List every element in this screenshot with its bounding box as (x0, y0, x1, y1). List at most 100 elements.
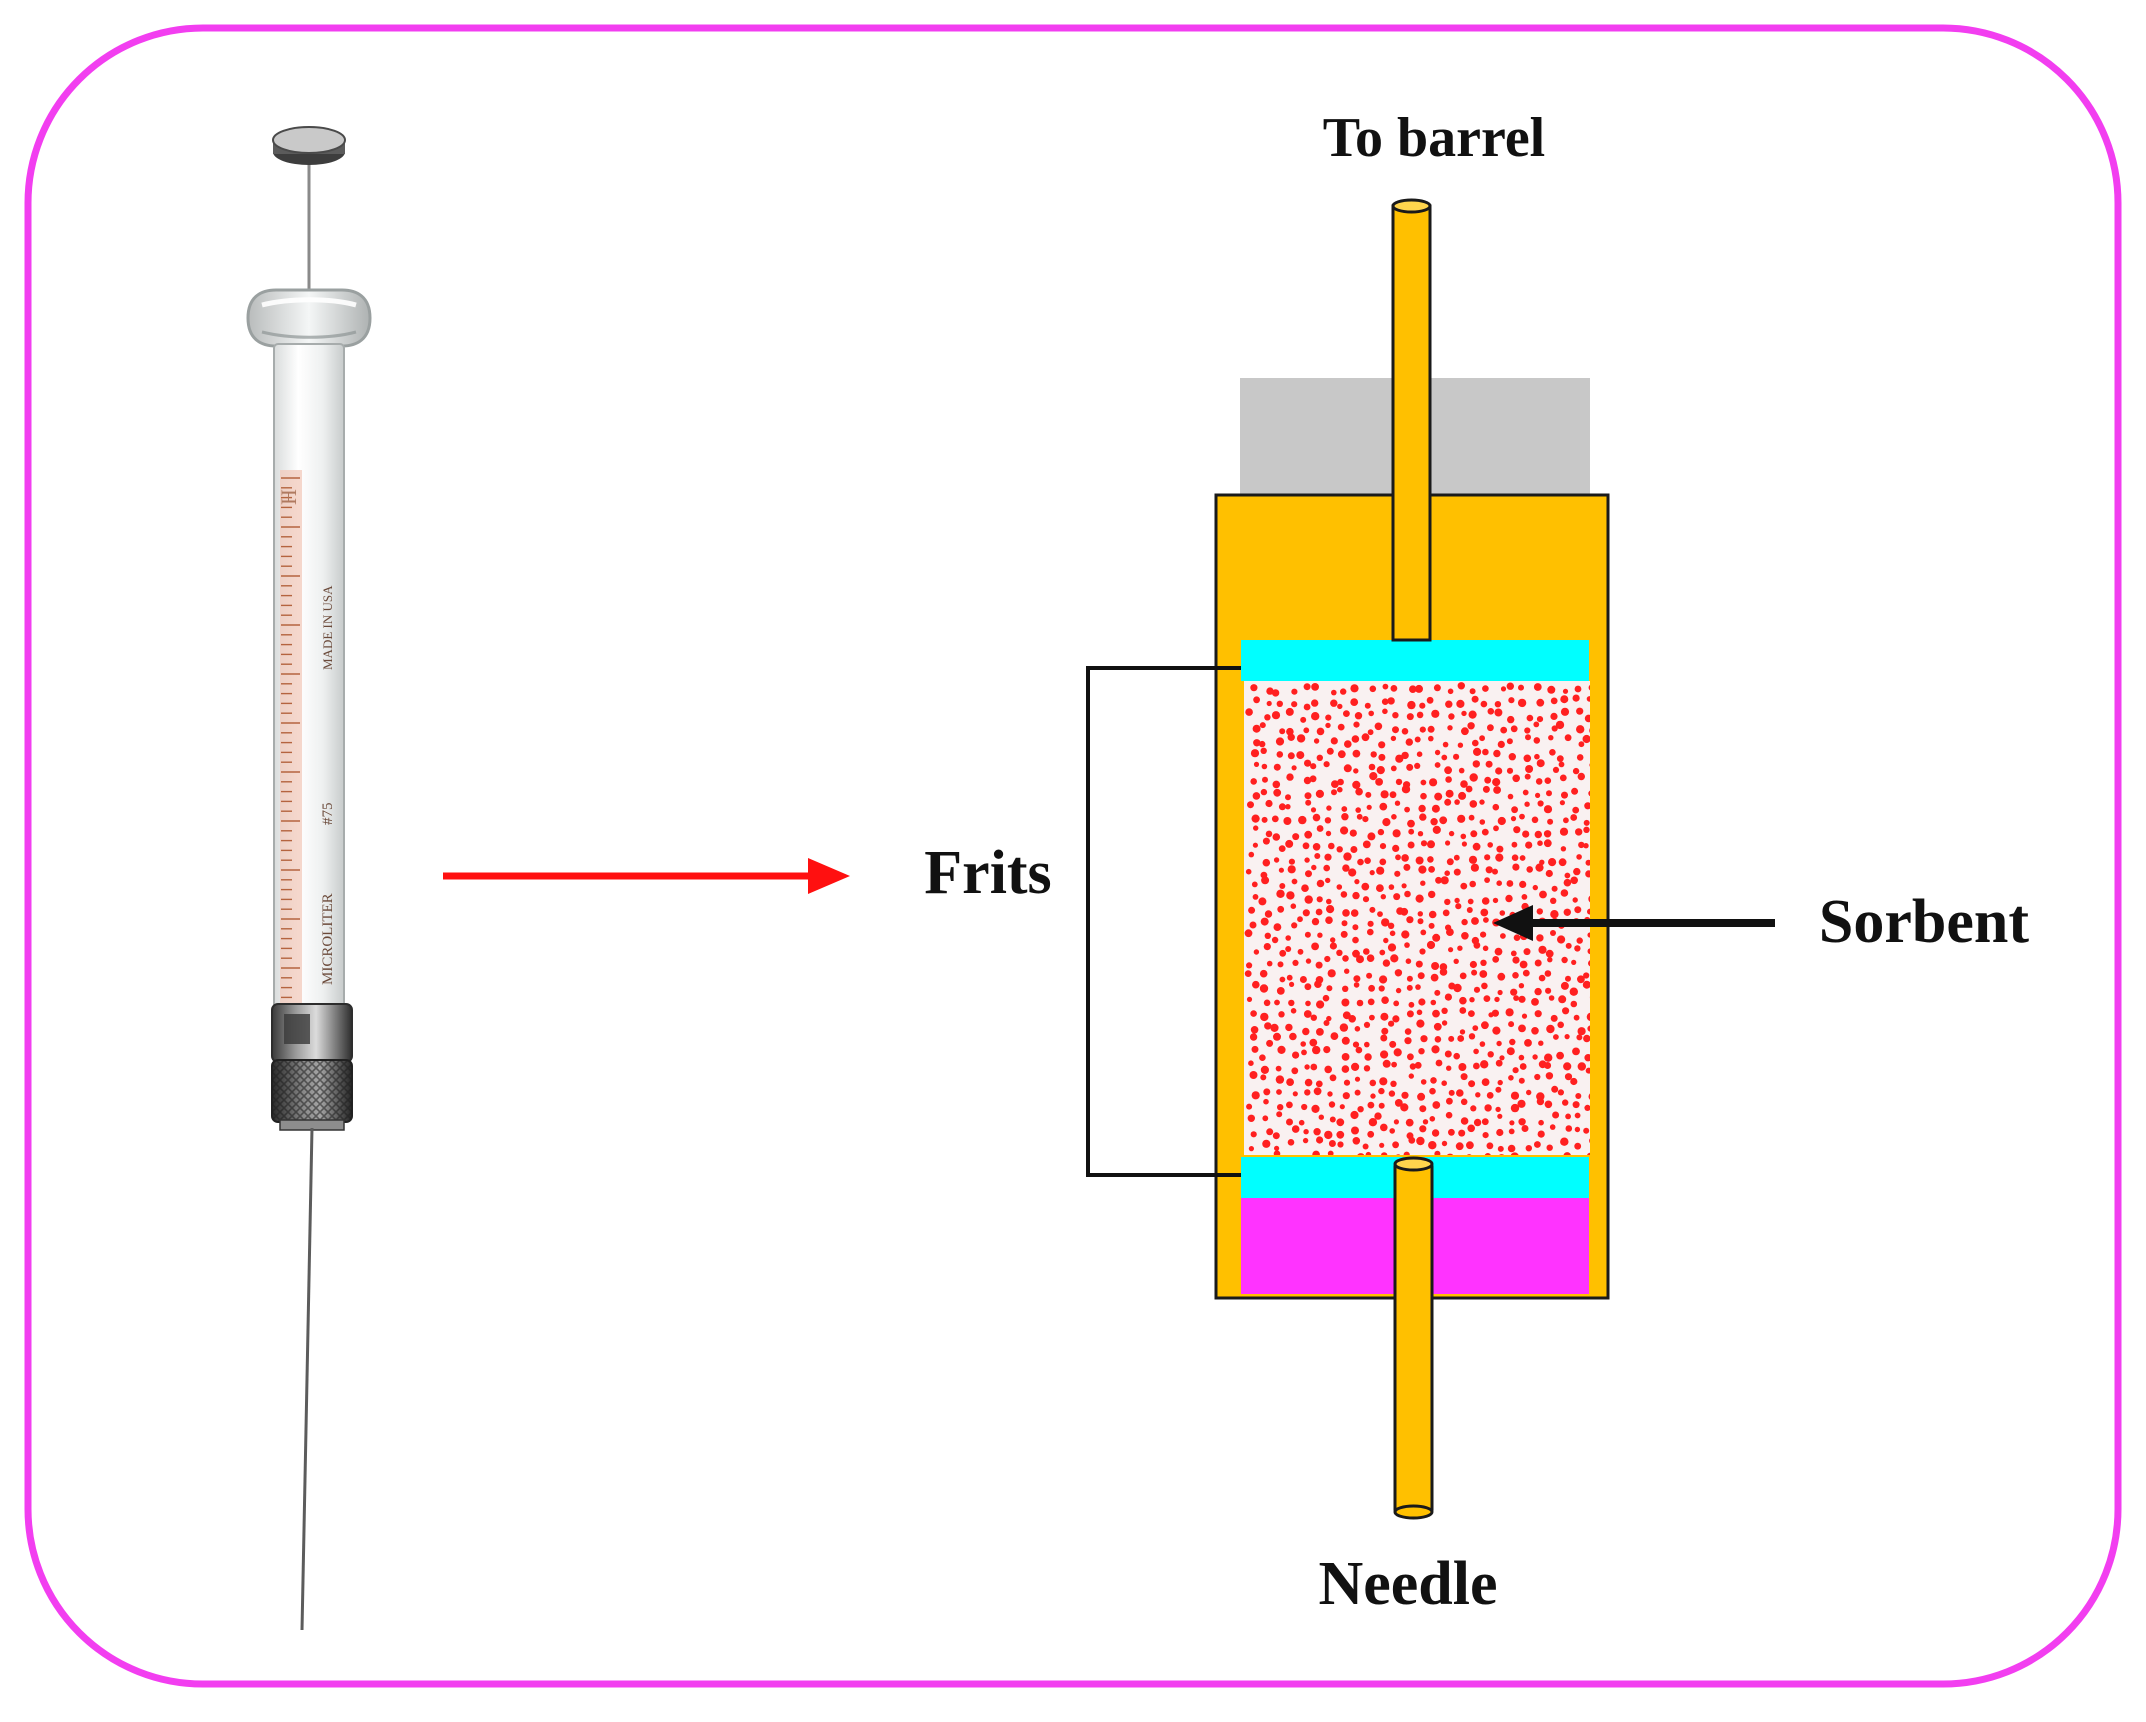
sorbent-particle (1327, 1150, 1334, 1155)
syringe-origin-text: MADE IN USA (320, 585, 335, 670)
sorbent-particle (1557, 935, 1566, 944)
sorbent-particle (1415, 960, 1423, 968)
sorbent-particle (1301, 1049, 1307, 1056)
sorbent-particle (1316, 1136, 1324, 1144)
sorbent-particle (1343, 710, 1350, 717)
sorbent-particle (1277, 905, 1285, 913)
sorbent-particle (1396, 1154, 1401, 1155)
sorbent-particle (1513, 934, 1521, 941)
sorbent-particle (1408, 828, 1415, 835)
sorbent-particle (1587, 1025, 1590, 1032)
sorbent-particle (1344, 740, 1352, 748)
sorbent-particle (1304, 895, 1313, 904)
sorbent-particle (1524, 773, 1531, 780)
sorbent-particle (1458, 1129, 1466, 1137)
sorbent-particle (1526, 714, 1534, 722)
sorbent-particle (1560, 695, 1569, 704)
sorbent-particle (1445, 700, 1453, 708)
sorbent-particle (1584, 1104, 1590, 1111)
sorbent-particle (1447, 725, 1453, 731)
sorbent-particle (1533, 683, 1542, 691)
sorbent-particle (1356, 813, 1363, 820)
sorbent-particle (1309, 1038, 1318, 1047)
sorbent-particle (1453, 753, 1460, 760)
finger-flange (246, 288, 372, 348)
sorbent-particle (1323, 1046, 1331, 1054)
sorbent-particle (1445, 1111, 1453, 1119)
sorbent-particle (1535, 792, 1541, 799)
sorbent-particle (1258, 897, 1267, 906)
sorbent-particle (1419, 1105, 1427, 1113)
sorbent-particle (1303, 703, 1311, 711)
sorbent-particle (1401, 930, 1410, 939)
sorbent-particle (1585, 1067, 1590, 1074)
sorbent-particle (1337, 786, 1343, 793)
sorbent-particle (1570, 1077, 1578, 1086)
sorbent-particle (1343, 1079, 1351, 1086)
sorbent-particle (1518, 983, 1525, 989)
sorbent-particle (1584, 1054, 1590, 1062)
syringe-model-text: #75 (320, 803, 336, 826)
sorbent-particle (1441, 754, 1448, 761)
sorbent-particle (1390, 954, 1399, 963)
sorbent-particle (1510, 1103, 1520, 1113)
sorbent-particle (1379, 1077, 1388, 1086)
sorbent-particle (1324, 853, 1332, 861)
sorbent-particle (1352, 749, 1361, 758)
sorbent-particle (1370, 751, 1377, 758)
sorbent-particle (1416, 751, 1423, 757)
sorbent-particle (1575, 1093, 1582, 1099)
sorbent-particle (1434, 989, 1441, 996)
sorbent-particle (1559, 774, 1567, 782)
sorbent-particle (1519, 1063, 1527, 1070)
sorbent-particle (1310, 807, 1317, 813)
sorbent-particle (1440, 876, 1449, 885)
sorbent-particle (1479, 1041, 1486, 1047)
sorbent-particle (1367, 998, 1375, 1006)
sorbent-particle (1461, 918, 1468, 926)
sorbent-particle (1246, 1103, 1253, 1110)
sorbent-particle (1484, 1153, 1491, 1155)
sorbent-particle (1305, 1000, 1311, 1007)
sorbent-particle (1572, 767, 1580, 775)
sorbent-particle (1563, 1062, 1572, 1071)
sorbent-particle (1513, 826, 1521, 834)
sorbent-particle (1382, 708, 1388, 715)
sorbent-particle (1302, 909, 1310, 917)
sorbent-particle (1466, 1141, 1474, 1150)
sorbent-particle (1472, 739, 1479, 747)
sorbent-particle (1310, 1063, 1318, 1071)
sorbent-particle (1278, 803, 1286, 811)
sorbent-particle (1500, 686, 1507, 692)
sorbent-particle (1456, 1089, 1464, 1097)
sorbent-particle (1368, 763, 1376, 771)
sorbent-particle (1273, 1150, 1281, 1155)
sorbent-particle (1483, 917, 1489, 923)
sorbent-particle (1368, 984, 1375, 992)
sorbent-particle (1336, 1130, 1345, 1139)
sorbent-particle (1375, 778, 1383, 786)
sorbent-particle (1536, 1097, 1545, 1106)
sorbent-particle (1304, 857, 1310, 863)
sorbent-particle (1512, 972, 1519, 979)
sorbent-particle (1286, 1078, 1294, 1086)
sorbent-particle (1329, 942, 1337, 950)
sorbent-particle (1394, 800, 1401, 806)
sorbent-particle (1253, 825, 1259, 831)
sorbent-particle (1519, 855, 1526, 861)
sorbent-particle (1507, 1144, 1516, 1153)
top-tube (1391, 198, 1432, 642)
sorbent-particle (1428, 922, 1435, 929)
sorbent-particle (1277, 961, 1284, 968)
sorbent-particle (1427, 840, 1435, 849)
sorbent-particle (1578, 841, 1585, 849)
sorbent-particle (1350, 909, 1359, 917)
sorbent-particle (1272, 1132, 1280, 1140)
sorbent-particle (1521, 894, 1528, 900)
sorbent-particle (1460, 780, 1468, 788)
sorbent-particle (1588, 790, 1590, 797)
sorbent-particle (1403, 863, 1411, 871)
sorbent-particle (1340, 826, 1349, 835)
sorbent-particle (1316, 754, 1324, 761)
sorbent-particle (1558, 858, 1567, 867)
